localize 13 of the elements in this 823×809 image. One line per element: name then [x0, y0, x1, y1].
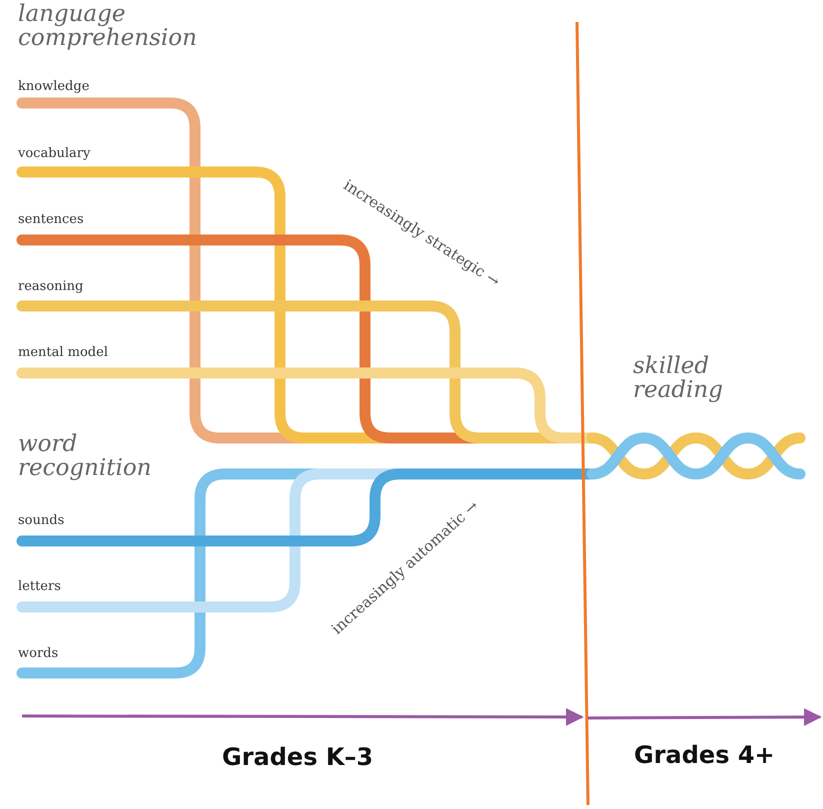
axis-label: Grades 4+: [634, 743, 775, 768]
strand-label: reasoning: [18, 280, 84, 294]
section-heading: language comprehension: [18, 2, 198, 50]
strand-label: vocabulary: [18, 147, 90, 161]
section-heading: word recognition: [18, 432, 152, 480]
strand-label: sounds: [18, 514, 64, 528]
strand-label: sentences: [18, 213, 84, 227]
strand-label: knowledge: [18, 80, 90, 94]
strand-label: mental model: [18, 346, 108, 360]
strand-label: words: [18, 647, 58, 661]
section-heading: skilled reading: [633, 354, 724, 402]
axis-label: Grades K–3: [222, 745, 374, 770]
strand-label: letters: [18, 580, 61, 594]
